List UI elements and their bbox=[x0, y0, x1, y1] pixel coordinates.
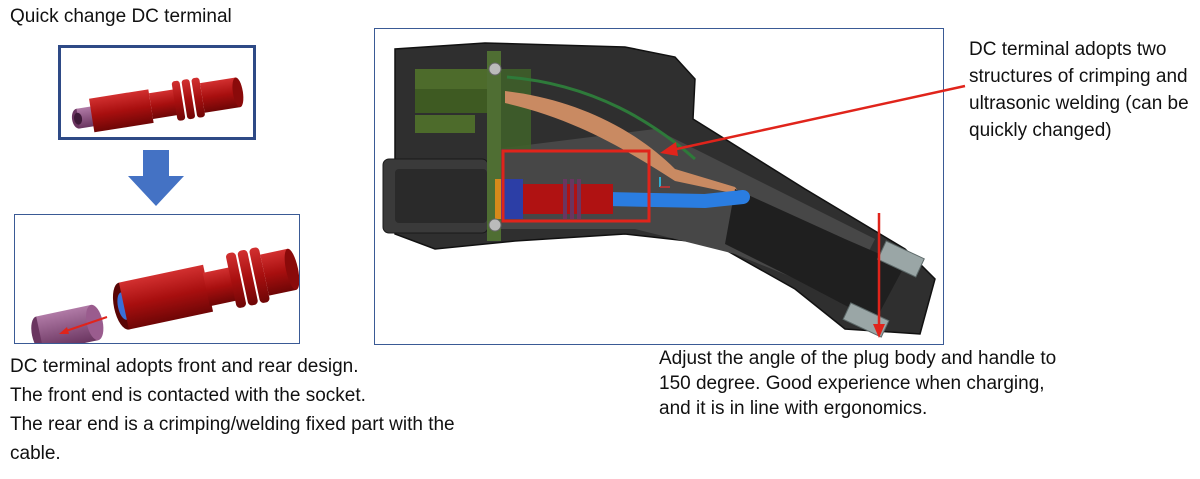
angle-adjustment-note: Adjust the angle of the plug body and ha… bbox=[659, 348, 1057, 419]
plug-cross-section-frame bbox=[374, 28, 944, 345]
description-line: DC terminal adopts front and rear design… bbox=[10, 356, 359, 377]
quick-change-title: Quick change DC terminal bbox=[10, 6, 232, 27]
assembled-terminal-image bbox=[71, 77, 244, 133]
front-rear-design-description: DC terminal adopts front and rear design… bbox=[10, 352, 570, 468]
structure-note: DC terminal adopts two structures of cri… bbox=[969, 39, 1189, 141]
description-line: cable. bbox=[10, 443, 61, 464]
separated-terminal-image bbox=[31, 247, 299, 343]
assembled-terminal-frame bbox=[58, 45, 256, 140]
description-line: The rear end is a crimping/welding fixed… bbox=[10, 414, 455, 435]
plug-cross-section-image bbox=[382, 42, 936, 338]
terminal-highlight-box bbox=[501, 149, 651, 223]
down-arrow-icon bbox=[128, 150, 184, 206]
separation-arrow-icon bbox=[62, 316, 108, 333]
description-line: The front end is contacted with the sock… bbox=[10, 385, 366, 406]
separated-terminal-frame bbox=[14, 214, 300, 344]
